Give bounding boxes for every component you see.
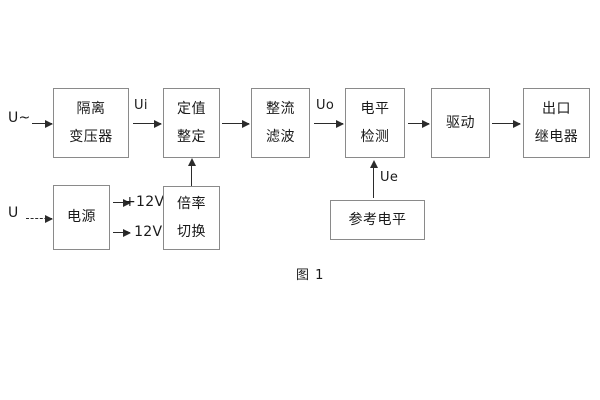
arrow-power-supply-negative-12v: [113, 228, 131, 237]
signal-label-negative-12v: - 12V: [124, 224, 163, 240]
arrow-reference-level-to-level-detection: [369, 160, 378, 198]
block-reference-level: 参考电平: [330, 200, 425, 240]
block-isolation-transformer-line2: 变压器: [69, 128, 113, 145]
arrow-level-detection-to-drive: [408, 119, 430, 128]
block-multiplier-switch-line2: 切换: [177, 223, 206, 240]
block-level-detection: 电平 检测: [345, 88, 405, 158]
block-power-supply-line1: 电源: [67, 209, 96, 226]
block-multiplier-switch-line1: 倍率: [177, 195, 206, 212]
block-isolation-transformer-line1: 隔离: [76, 100, 106, 117]
block-output-relay: 出口 继电器: [523, 88, 590, 158]
signal-label-uo: Uo: [316, 98, 335, 113]
arrow-setting-value-to-rectify-filter: [222, 119, 250, 128]
block-power-supply: 电源: [53, 185, 110, 250]
block-drive: 驱动: [431, 88, 490, 158]
signal-label-positive-12v: +12V: [124, 194, 165, 210]
block-rectify-filter-line1: 整流: [266, 100, 295, 117]
signal-label-ue: Ue: [380, 170, 399, 185]
arrow-drive-to-output-relay: [492, 119, 521, 128]
block-drive-line1: 驱动: [446, 114, 475, 131]
block-rectify-filter: 整流 滤波: [251, 88, 310, 158]
arrow-dc-input-to-power-supply: [26, 215, 53, 223]
arrow-ac-input-to-isolation-transformer: [32, 119, 53, 128]
block-reference-level-line1: 参考电平: [348, 211, 407, 228]
arrow-rectify-filter-to-level-detection: [314, 119, 344, 128]
block-level-detection-line1: 电平: [360, 100, 390, 117]
block-setting-value-line2: 整定: [177, 128, 206, 145]
block-rectify-filter-line2: 滤波: [266, 128, 295, 145]
block-output-relay-line1: 出口: [542, 100, 571, 117]
block-setting-value-line1: 定值: [177, 100, 206, 117]
signal-label-ui: Ui: [134, 98, 148, 113]
block-setting-value: 定值 整定: [163, 88, 220, 158]
arrow-isolation-transformer-to-setting-value: [133, 119, 162, 128]
block-output-relay-line2: 继电器: [534, 128, 579, 145]
block-multiplier-switch: 倍率 切换: [163, 186, 220, 250]
block-isolation-transformer: 隔离 变压器: [53, 88, 129, 158]
arrow-multiplier-switch-to-setting-value: [187, 158, 196, 186]
ac-input-label: U~: [8, 110, 31, 126]
dc-input-label: U: [8, 205, 19, 221]
block-level-detection-line2: 检测: [360, 128, 390, 145]
figure-caption: 图 1: [296, 268, 325, 283]
arrow-power-supply-positive-12v: [113, 198, 131, 207]
